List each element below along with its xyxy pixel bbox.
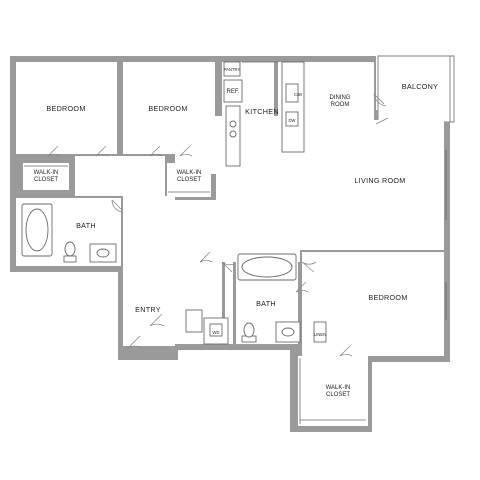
- bedroom-1-area: [16, 62, 117, 154]
- dishwasher: [285, 111, 299, 127]
- bath-2-hall: [225, 252, 233, 344]
- walkin-3-area: [298, 356, 368, 426]
- linen-closet: [313, 321, 327, 343]
- balcony-label: BALCONY: [402, 82, 438, 91]
- living-room-label: LIVING ROOM: [354, 176, 405, 185]
- living-area: [175, 116, 444, 262]
- entry-area: [123, 196, 175, 346]
- pantry: [223, 61, 241, 77]
- toilet-1-tank: [63, 255, 77, 263]
- dining-label-line2: ROOM: [331, 102, 350, 108]
- walkin-1-area: [23, 163, 69, 190]
- bedroom-1-label: BEDROOM: [46, 104, 85, 113]
- fixtures: [21, 61, 447, 424]
- sink-1: [96, 248, 110, 258]
- hall-area: [75, 156, 165, 196]
- sink-2: [281, 327, 295, 337]
- bedroom-3-label: BEDROOM: [368, 293, 407, 302]
- pantry-label: PANTRY: [224, 67, 241, 72]
- walkin-1-label-line1: WALK-IN: [34, 170, 59, 176]
- kitchen-label: KITCHEN: [245, 107, 279, 116]
- walkin-2-label-line2: CLOSET: [177, 177, 201, 183]
- walkin-2-label-line1: WALK-IN: [177, 170, 202, 176]
- bathtub-1-basin: [25, 208, 49, 252]
- door-swings: [47, 93, 389, 357]
- room-labels: BEDROOM BEDROOM WALK-IN CLOSET WALK-IN C…: [34, 82, 438, 398]
- bath-1-label: BATH: [76, 221, 96, 230]
- wd-label: WD: [213, 330, 220, 335]
- dw-label: DW: [289, 118, 296, 123]
- walkin-1-label-line2: CLOSET: [34, 177, 58, 183]
- cw-label: C/W: [294, 92, 302, 97]
- kitchen-island: [281, 61, 305, 153]
- fixture-labels: PANTRY REF. DW C/W WD LINEN: [213, 67, 327, 337]
- bath-2-label: BATH: [256, 299, 276, 308]
- toilet-1-bowl: [64, 241, 76, 257]
- kitchen-sink: [285, 83, 299, 103]
- laundry-shelf: [185, 309, 203, 333]
- bathtub-2-basin: [241, 256, 293, 278]
- bedroom-2-label: BEDROOM: [148, 104, 187, 113]
- entry-label: ENTRY: [135, 305, 161, 314]
- walkin-3-label-line1: WALK-IN: [326, 385, 351, 391]
- balcony-area: [377, 55, 455, 123]
- toilet-2-bowl: [243, 322, 255, 338]
- refrigerator: [223, 79, 243, 103]
- walkin-3-label-line2: CLOSET: [326, 392, 350, 398]
- ref-label: REF.: [226, 89, 239, 95]
- dining-label-line1: DINING: [330, 95, 351, 101]
- linen-label: LINEN: [314, 332, 326, 337]
